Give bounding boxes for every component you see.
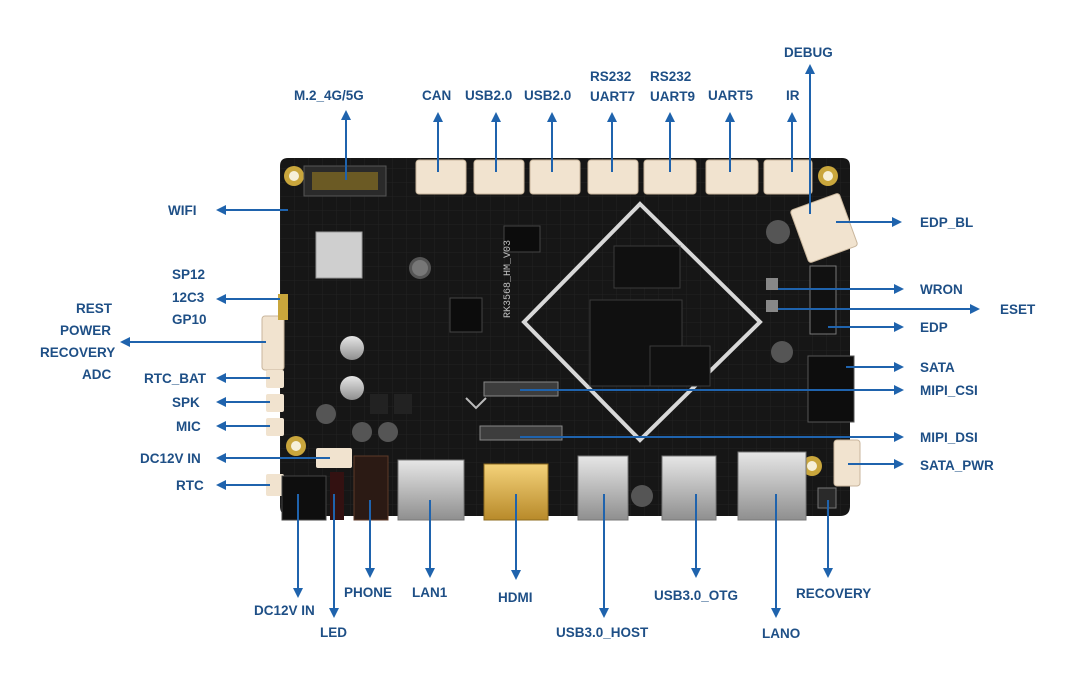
label-lan1: LAN1 [412, 585, 448, 600]
label-dc12v-in-left: DC12V IN [140, 451, 201, 466]
label-usb30-host: USB3.0_HOST [556, 625, 649, 640]
label-rtc-bat: RTC_BAT [144, 371, 207, 386]
label-spk: SPK [172, 395, 200, 410]
label-debug: DEBUG [784, 45, 833, 60]
label-sata-pwr: SATA_PWR [920, 458, 994, 473]
label-usb20-b: USB2.0 [524, 88, 571, 103]
label-i2c3: 12C3 [172, 290, 205, 305]
callouts: M.2_4G/5G CAN USB2.0 USB2.0 RS232 UART7 … [40, 45, 1036, 641]
label-ir: IR [786, 88, 800, 103]
label-m2: M.2_4G/5G [294, 88, 364, 103]
label-dc12v-in-bottom: DC12V IN [254, 603, 315, 618]
label-edp-bl: EDP_BL [920, 215, 973, 230]
label-rest: REST [76, 301, 113, 316]
label-recovery-bottom: RECOVERY [796, 586, 871, 601]
label-edp: EDP [920, 320, 948, 335]
pcb [280, 158, 850, 516]
label-usb20-a: USB2.0 [465, 88, 512, 103]
label-rs232-uart9-line1: RS232 [650, 69, 691, 84]
usb30-otg-port [661, 455, 717, 521]
board: RK3568_HM_V03 [261, 158, 861, 521]
label-recovery-left: RECOVERY [40, 345, 115, 360]
label-led: LED [320, 625, 347, 640]
label-wron: WRON [920, 282, 963, 297]
label-power: POWER [60, 323, 111, 338]
label-eset: ESET [1000, 302, 1036, 317]
label-mipi-dsi: MIPI_DSI [920, 430, 978, 445]
label-phone: PHONE [344, 585, 392, 600]
label-rs232-uart7-line1: RS232 [590, 69, 631, 84]
soc-area [521, 201, 763, 443]
led-window [330, 472, 344, 520]
capacitors [316, 220, 793, 507]
wifi-module [315, 231, 363, 279]
label-rtc: RTC [176, 478, 204, 493]
board-model-text: RK3568_HM_V03 [503, 240, 514, 318]
label-mipi-csi: MIPI_CSI [920, 383, 978, 398]
label-rs232-uart9-line2: UART9 [650, 89, 695, 104]
label-rs232-uart7-line2: UART7 [590, 89, 635, 104]
label-sp12: SP12 [172, 267, 205, 282]
label-usb30-otg: USB3.0_OTG [654, 588, 738, 603]
label-adc: ADC [82, 367, 111, 382]
label-gp10: GP10 [172, 312, 207, 327]
dc-jack [281, 475, 327, 521]
lan0-port [737, 451, 807, 521]
mounting-holes [284, 166, 838, 476]
label-mic: MIC [176, 419, 201, 434]
top-connectors [415, 159, 813, 195]
label-lan0: LANO [762, 626, 800, 641]
label-uart5: UART5 [708, 88, 753, 103]
label-can: CAN [422, 88, 451, 103]
label-sata: SATA [920, 360, 955, 375]
ram-chip [613, 245, 681, 289]
label-hdmi: HDMI [498, 590, 533, 605]
left-connectors [261, 294, 352, 496]
label-wifi: WIFI [168, 203, 197, 218]
